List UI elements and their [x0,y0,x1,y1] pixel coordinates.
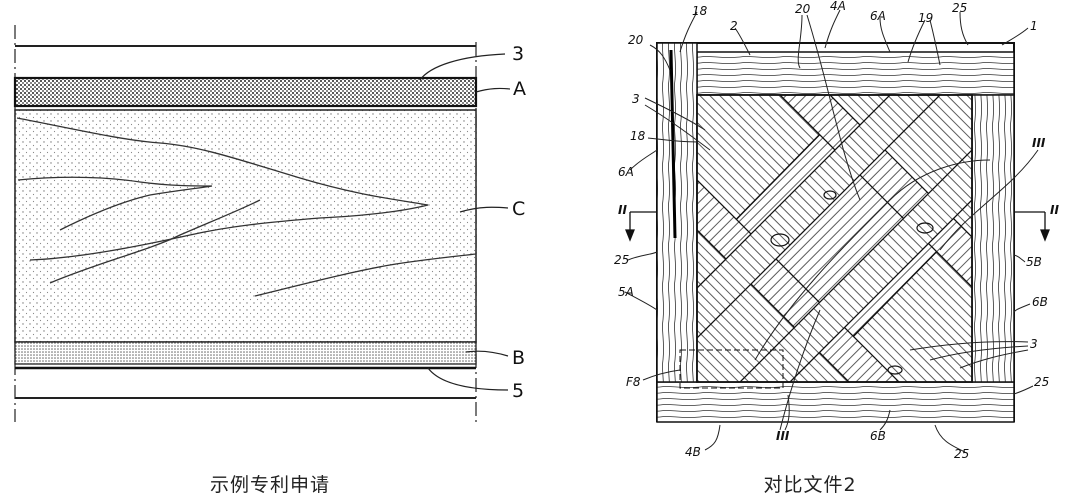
label-ii-left: II [618,203,627,217]
label-4a: 4A [830,0,846,13]
label-f8: F8 [626,375,641,389]
right-frame-board [971,94,1015,383]
left-strip-line [669,49,677,239]
label-25-right: 25 [1034,375,1049,389]
label-25-top: 25 [952,1,967,15]
label-20-left: 20 [628,33,644,47]
label-b: B [512,347,525,369]
label-3: 3 [512,43,524,65]
right-caption: 对比文件2 [763,474,857,496]
label-18-top: 18 [692,4,708,18]
label-3-left: 3 [632,92,640,106]
wood-grain-curves [16,117,477,297]
bottom-frame-board [656,381,1015,423]
callout-leaders [624,9,1039,453]
layered-structure-drawing: 3 A C B 5 [13,25,526,422]
label-iii-bottom: III [776,429,790,443]
label-19: 19 [918,11,933,25]
label-6a-left: 6A [618,165,634,179]
label-iii-top: III [1032,136,1046,150]
label-a: A [513,78,526,100]
label-20-top: 20 [795,2,811,16]
leader-lines [419,53,511,391]
label-4b: 4B [685,445,701,459]
inlay-border [696,94,973,383]
label-18-left: 18 [630,129,646,143]
parquet-panel-drawing: 18 20 2 20 4A 6A 19 25 1 3 18 6A III II … [614,0,1059,461]
label-5a: 5A [618,285,634,299]
parquet-inlay [697,95,972,382]
label-1: 1 [1030,19,1038,33]
label-3-right: 3 [1030,337,1038,351]
label-ii-right: II [1050,203,1059,217]
top-frame-board [696,51,1015,96]
label-2: 2 [730,19,738,33]
section-line-iii [754,159,991,361]
label-25-bottom: 25 [954,447,969,461]
label-25-left: 25 [614,253,629,267]
layer-a [13,76,478,108]
label-c: C [512,198,525,220]
right-figure-panel: 18 20 2 20 4A 6A 19 25 1 3 18 6A III II … [540,0,1080,500]
label-6a-top: 6A [870,9,886,23]
label-5b: 5B [1026,255,1042,269]
left-figure-panel: 3 A C B 5 示例专利申请 [13,25,526,496]
section-arrows [625,211,1050,242]
label-6b-right: 6B [1032,295,1048,309]
detail-box-f8 [679,349,784,389]
label-5: 5 [512,380,524,402]
layer-b [14,341,477,365]
left-caption: 示例专利申请 [209,474,330,496]
label-6b-bottom: 6B [870,429,886,443]
left-frame-board [656,42,698,383]
